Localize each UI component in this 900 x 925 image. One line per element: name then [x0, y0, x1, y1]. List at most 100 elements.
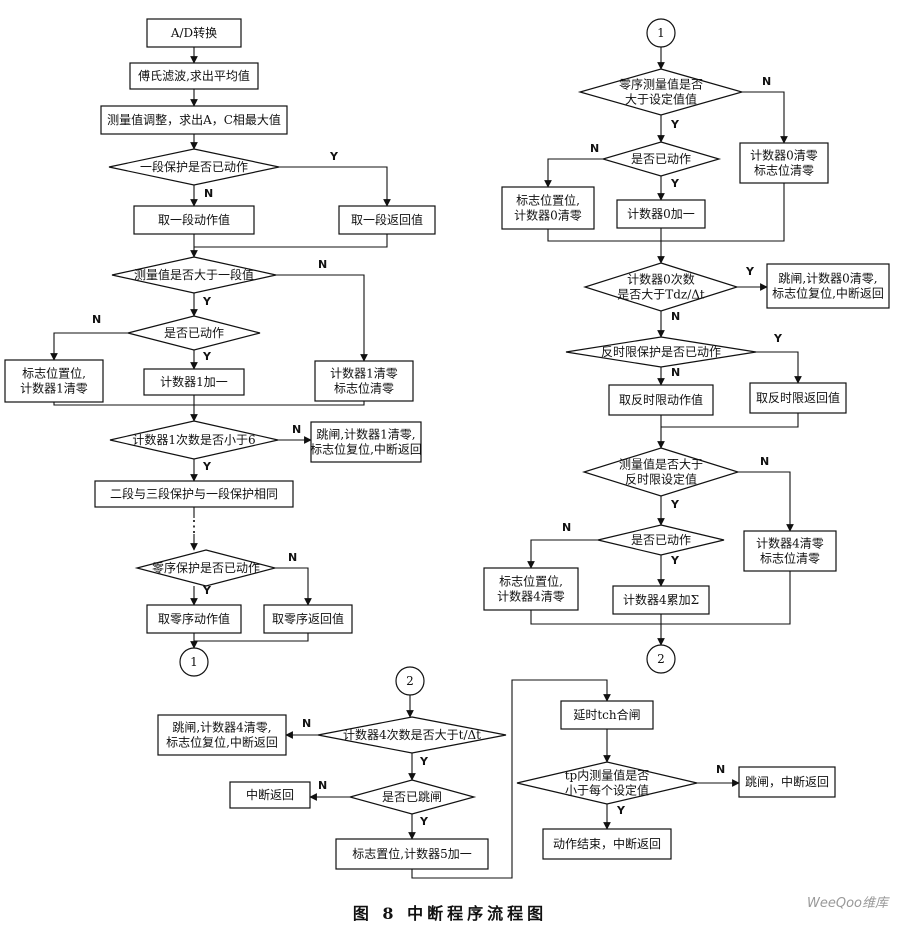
flow-edge [194, 234, 388, 248]
flow-edge [530, 610, 661, 625]
branch-label-b_d1_y: Y [329, 150, 339, 163]
node-text-c0z-0: 计数器0清零 [750, 148, 818, 163]
branch-label-b_e1_y: Y [670, 118, 680, 131]
node-text-e1-0: 零序测量值是否 [619, 77, 703, 92]
node-text-g2-0: tp内测量值是否 [565, 768, 650, 783]
decision-diamond-d1 [108, 148, 280, 186]
node-text-f2: 是否已跳闸 [382, 790, 442, 804]
node-text-e6: 是否已动作 [631, 533, 691, 547]
branch-label-b_e1_n: N [762, 75, 771, 88]
node-text-e1-1: 大于设定值值 [625, 92, 697, 107]
node-text-c0z-1: 标志位清零 [754, 163, 814, 178]
decision-diamond-e4 [565, 336, 757, 368]
branch-label-b_f1_n: N [302, 717, 311, 730]
flow-edge [661, 413, 799, 428]
connector-circle-cn1a [179, 647, 209, 677]
branch-label-b_e3_y: Y [745, 265, 755, 278]
node-text-p0-0: 标志位置位, [516, 193, 580, 208]
connector-circle-cn2a [646, 644, 676, 674]
node-text-a0: 取零序动作值 [158, 611, 230, 626]
flow-edge [738, 471, 794, 532]
process-box-a0 [146, 604, 242, 634]
node-text-d1: 一段保护是否已动作 [140, 159, 248, 174]
node-text-ad: A/D转换 [170, 25, 217, 40]
watermark: WeeQoo维库 [807, 896, 888, 911]
decision-diamond-g2 [516, 761, 698, 805]
process-box-c0z [739, 142, 829, 184]
node-text-c1z-1: 标志位清零 [334, 381, 394, 396]
node-text-e4: 反时限保护是否已动作 [601, 345, 721, 359]
decision-diamond-f1 [317, 716, 507, 754]
process-box-c4z [743, 530, 837, 572]
branch-label-b_d4_n: N [292, 423, 301, 436]
decision-diamond-f2 [347, 779, 477, 815]
node-text-a1: 取一段动作值 [158, 212, 230, 227]
flow-edge [276, 274, 368, 362]
node-text-e3-0: 计数器0次数 [627, 272, 695, 287]
node-text-ia: 取反时限动作值 [619, 392, 703, 407]
node-text-p0-1: 计数器0清零 [514, 208, 582, 223]
decision-diamond-e5 [581, 447, 741, 497]
branch-label-b_e6_n: N [562, 521, 571, 534]
branch-label-b_f2_n: N [318, 779, 327, 792]
node-text-end: 动作结束，中断返回 [553, 836, 661, 851]
node-text-c5: 标志置位,计数器5加一 [352, 846, 471, 861]
flow-edge [279, 166, 391, 207]
decision-diamond-e6 [597, 524, 725, 556]
decision-diamond-d3 [127, 315, 261, 351]
process-box-c1 [143, 368, 245, 396]
node-text-c1: 计数器1加一 [160, 374, 228, 389]
branch-label-b_g2_y: Y [616, 804, 626, 817]
flow-edge [661, 183, 785, 242]
process-box-ia [608, 384, 714, 416]
branch-label-b_d1_n: N [204, 187, 213, 200]
flow-edge [275, 567, 312, 606]
branch-label-b_e2_n: N [590, 142, 599, 155]
node-text-t4-0: 跳闸,计数器4清零, [172, 720, 271, 735]
decision-diamond-e1 [577, 68, 745, 116]
node-text-c1z-0: 计数器1清零 [330, 366, 398, 381]
flow-edge [194, 633, 309, 642]
node-text-t0-0: 跳闸,计数器0清零, [778, 271, 877, 286]
node-text-fs: 傅氏滤波,求出平均值 [138, 68, 250, 83]
process-box-ad [146, 18, 242, 48]
process-box-t1 [310, 421, 422, 463]
process-box-ir [749, 382, 847, 414]
process-box-p1 [4, 359, 104, 403]
branch-label-b_e2_y: Y [670, 177, 680, 190]
node-text-d5: 零序保护是否已动作 [152, 560, 260, 575]
figure-caption: 图 8 中断程序流程图 [352, 904, 548, 923]
flow-edge [742, 91, 788, 144]
flow-edge [53, 402, 194, 406]
decision-diamond-e3 [583, 262, 739, 312]
flow-edge [547, 229, 661, 242]
node-text-d2: 测量值是否大于一段值 [134, 267, 254, 282]
process-box-g1 [560, 700, 654, 730]
process-box-c0 [616, 199, 706, 229]
branch-label-b_g2_n: N [716, 763, 725, 776]
node-text-e2: 是否已动作 [631, 152, 691, 166]
flow-edge [527, 539, 598, 569]
node-text-e3-1: 是否大于Tdz/Δt [617, 288, 705, 302]
branch-label-b_d5_n: N [288, 551, 297, 564]
node-text-adj: 测量值调整，求出A，C相最大值 [107, 112, 281, 127]
process-box-tz [738, 766, 836, 798]
branch-label-b_d3_y: Y [202, 350, 212, 363]
decision-diamond-e2 [600, 141, 722, 177]
node-text-t1-1: 标志位复位,中断返回 [310, 442, 422, 457]
process-box-p0 [501, 186, 595, 230]
node-text-tz: 跳闸，中断返回 [745, 774, 829, 789]
node-text-p1-1: 计数器1清零 [20, 381, 88, 396]
branch-label-b_e6_y: Y [670, 554, 680, 567]
node-text-g1: 延时tch合闸 [573, 707, 640, 722]
process-box-a1 [133, 205, 255, 235]
node-text-dots: ⋮ [186, 517, 202, 536]
process-box-adj [100, 105, 288, 135]
flow-edge [411, 679, 611, 879]
node-text-t4-1: 标志位复位,中断返回 [166, 735, 278, 750]
flow-edge [661, 571, 791, 625]
node-text-r1: 取一段返回值 [351, 212, 423, 227]
node-text-cn2b: 2 [406, 674, 414, 688]
flow-edge [194, 401, 365, 406]
node-text-cn1b: 1 [657, 26, 665, 40]
